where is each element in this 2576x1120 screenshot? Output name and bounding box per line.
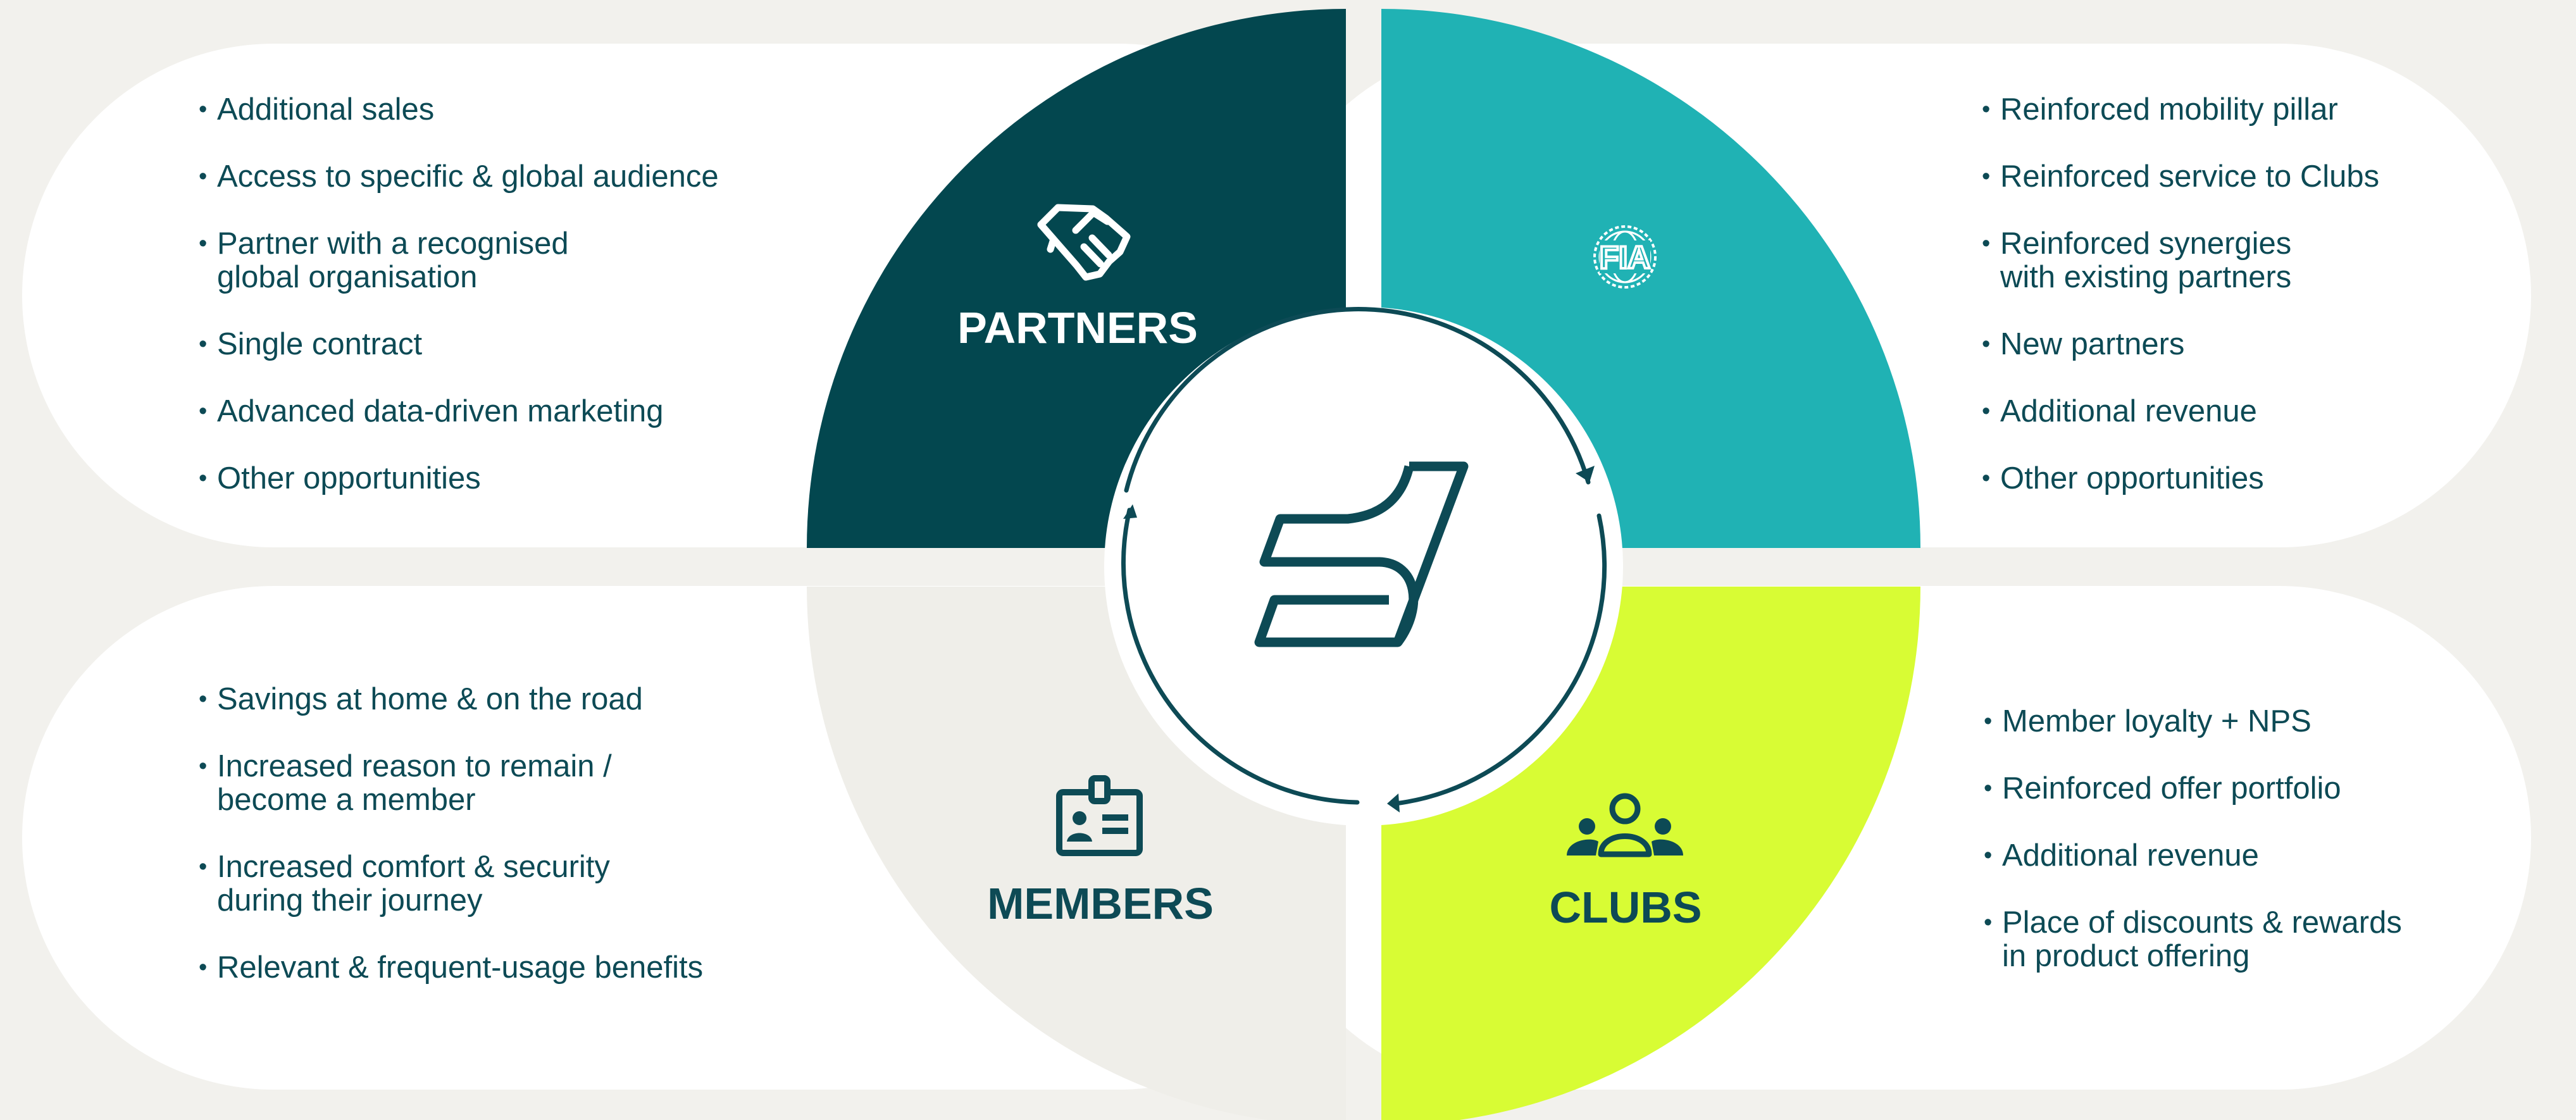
list-item: Place of discounts & rewards in product …: [1984, 906, 2402, 973]
fia-logo-icon: FIA: [1593, 225, 1657, 289]
list-item: Other opportunities: [199, 462, 719, 496]
fia-benefits-list: Reinforced mobility pillar Reinforced se…: [1982, 93, 2379, 529]
list-item: Reinforced synergies with existing partn…: [1982, 227, 2379, 294]
list-item: Advanced data-driven marketing: [199, 395, 719, 429]
arrowhead-bottom: [1387, 793, 1400, 812]
list-item: Single contract: [199, 328, 719, 362]
list-item: Access to specific & global audience: [199, 160, 719, 194]
members-label: MEMBERS: [987, 879, 1214, 928]
partners-benefits-list: Additional sales Access to specific & gl…: [199, 93, 719, 529]
list-item: Increased comfort & security during thei…: [199, 850, 703, 918]
id-badge-icon: [1056, 775, 1143, 856]
members-benefits-list: Savings at home & on the road Increased …: [199, 683, 703, 1018]
list-item: Savings at home & on the road: [199, 683, 703, 717]
cycle-arc-right: [1393, 513, 1607, 806]
list-item: Relevant & frequent-usage benefits: [199, 951, 703, 985]
handshake-icon: [1037, 204, 1131, 281]
list-item: New partners: [1982, 328, 2379, 362]
list-item: Reinforced offer portfolio: [1984, 772, 2402, 806]
cycle-arc-left: [1121, 507, 1360, 805]
brand-logo-icon: [1254, 461, 1469, 647]
list-item: Reinforced mobility pillar: [1982, 93, 2379, 127]
arrowhead-right: [1576, 466, 1595, 482]
cycle-arrows: [1121, 307, 1607, 806]
list-item: Reinforced service to Clubs: [1982, 160, 2379, 194]
list-item: Additional revenue: [1982, 395, 2379, 429]
clubs-label: CLUBS: [1549, 883, 1702, 932]
list-item: Increased reason to remain / become a me…: [199, 750, 703, 817]
group-people-icon: [1567, 793, 1683, 857]
list-item: Other opportunities: [1982, 462, 2379, 496]
arrowhead-left: [1123, 504, 1137, 519]
cycle-arrowheads: [1123, 466, 1595, 812]
list-item: Partner with a recognised global organis…: [199, 227, 719, 294]
list-item: Member loyalty + NPS: [1984, 705, 2402, 739]
fia-logo-text: FIA: [1600, 240, 1651, 275]
cycle-arc-top: [1124, 307, 1591, 493]
list-item: Additional sales: [199, 93, 719, 127]
list-item: Additional revenue: [1984, 839, 2402, 873]
partners-label: PARTNERS: [957, 303, 1198, 352]
clubs-benefits-list: Member loyalty + NPS Reinforced offer po…: [1984, 705, 2402, 1007]
